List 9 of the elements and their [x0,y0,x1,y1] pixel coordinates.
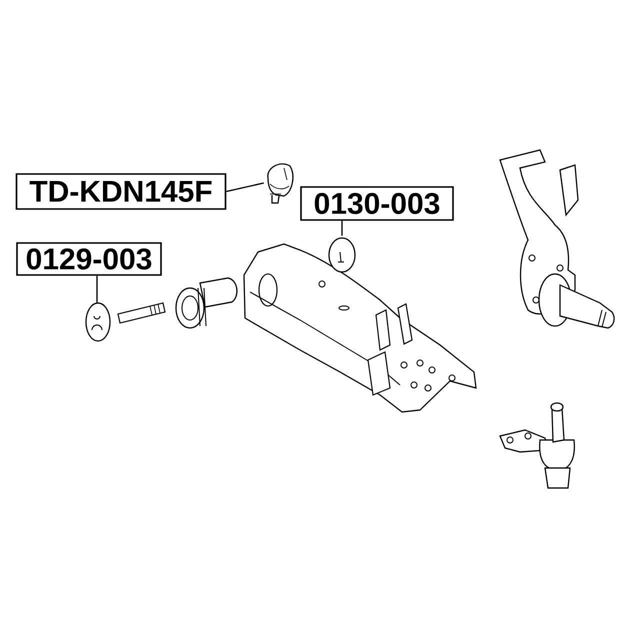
leader-line [226,182,264,192]
leader-line [341,220,343,236]
part-drawing [267,163,294,204]
part-number-box: TD-KDN145F [16,173,226,210]
part-drawing [85,302,111,342]
part-number-box: 0129-003 [16,242,162,276]
leader-line [96,276,98,303]
part-drawing [328,237,356,273]
part-number-box: 0130-003 [300,186,454,221]
